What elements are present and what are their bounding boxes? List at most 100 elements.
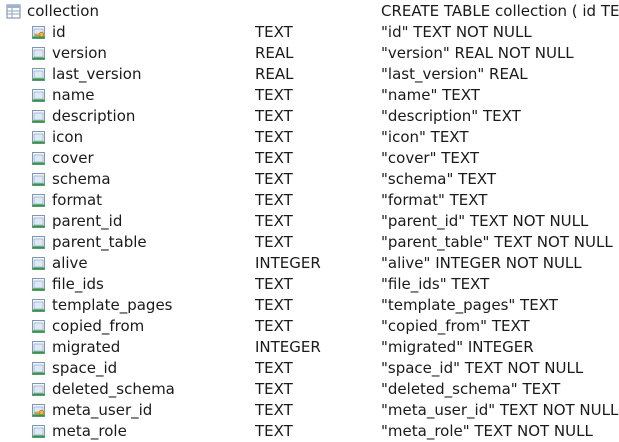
- field-icon: [32, 362, 45, 375]
- column-schema: "name" TEXT: [381, 86, 480, 104]
- table-row-collection[interactable]: collection CREATE TABLE collection ( id …: [0, 1, 619, 22]
- field-icon: [32, 257, 45, 270]
- column-row-format[interactable]: format TEXT "format" TEXT: [0, 190, 619, 211]
- column-schema: "cover" TEXT: [381, 149, 480, 167]
- column-name: format: [52, 191, 103, 209]
- column-schema: "copied_from" TEXT: [381, 317, 530, 335]
- column-type: TEXT: [255, 275, 293, 293]
- column-row-icon[interactable]: icon TEXT "icon" TEXT: [0, 127, 619, 148]
- column-name: description: [52, 107, 136, 125]
- column-schema: "template_pages" TEXT: [381, 296, 558, 314]
- column-schema: "icon" TEXT: [381, 128, 469, 146]
- column-type: TEXT: [255, 128, 293, 146]
- column-row-schema[interactable]: schema TEXT "schema" TEXT: [0, 169, 619, 190]
- column-type: TEXT: [255, 296, 293, 314]
- column-type: TEXT: [255, 233, 293, 251]
- key-field-icon: [32, 26, 45, 39]
- column-name: deleted_schema: [52, 380, 175, 398]
- column-type: TEXT: [255, 359, 293, 377]
- column-row-name[interactable]: name TEXT "name" TEXT: [0, 85, 619, 106]
- column-schema: "file_ids" TEXT: [381, 275, 490, 293]
- column-type: TEXT: [255, 86, 293, 104]
- column-name: schema: [52, 170, 111, 188]
- column-row-meta-role[interactable]: meta_role TEXT "meta_role" TEXT NOT NULL: [0, 421, 619, 442]
- column-name: parent_table: [52, 233, 147, 251]
- column-name: version: [52, 44, 107, 62]
- column-schema: "format" TEXT: [381, 191, 488, 209]
- column-type: TEXT: [255, 380, 293, 398]
- field-icon: [32, 89, 45, 102]
- field-icon: [32, 47, 45, 60]
- column-name: alive: [52, 254, 88, 272]
- column-name: template_pages: [52, 296, 173, 314]
- field-icon: [32, 341, 45, 354]
- field-icon: [32, 299, 45, 312]
- field-icon: [32, 131, 45, 144]
- field-icon: [32, 236, 45, 249]
- column-schema: "parent_id" TEXT NOT NULL: [381, 212, 589, 230]
- field-icon: [32, 152, 45, 165]
- column-name: migrated: [52, 338, 121, 356]
- field-icon: [32, 278, 45, 291]
- column-row-id[interactable]: id TEXT "id" TEXT NOT NULL: [0, 22, 619, 43]
- field-icon: [32, 194, 45, 207]
- column-name: name: [52, 86, 95, 104]
- column-row-migrated[interactable]: migrated INTEGER "migrated" INTEGER: [0, 337, 619, 358]
- column-row-template-pages[interactable]: template_pages TEXT "template_pages" TEXT: [0, 295, 619, 316]
- column-row-cover[interactable]: cover TEXT "cover" TEXT: [0, 148, 619, 169]
- column-type: INTEGER: [255, 254, 321, 272]
- field-icon: [32, 425, 45, 438]
- column-row-copied-from[interactable]: copied_from TEXT "copied_from" TEXT: [0, 316, 619, 337]
- column-type: REAL: [255, 44, 294, 62]
- column-schema: "schema" TEXT: [381, 170, 496, 188]
- table-icon: [6, 4, 21, 19]
- column-name: file_ids: [52, 275, 104, 293]
- column-type: TEXT: [255, 149, 293, 167]
- column-name: meta_role: [52, 422, 127, 440]
- column-schema: "deleted_schema" TEXT: [381, 380, 561, 398]
- column-schema: "migrated" INTEGER: [381, 338, 534, 356]
- column-name: id: [52, 23, 66, 41]
- field-icon: [32, 215, 45, 228]
- column-row-parent-table[interactable]: parent_table TEXT "parent_table" TEXT NOT …: [0, 232, 619, 253]
- column-type: TEXT: [255, 23, 293, 41]
- field-icon: [32, 320, 45, 333]
- column-schema: "parent_table" TEXT NOT NULL: [381, 233, 613, 251]
- column-row-space-id[interactable]: space_id TEXT "space_id" TEXT NOT NULL: [0, 358, 619, 379]
- column-row-file-ids[interactable]: file_ids TEXT "file_ids" TEXT: [0, 274, 619, 295]
- column-schema: "meta_role" TEXT NOT NULL: [381, 422, 593, 440]
- column-type: TEXT: [255, 317, 293, 335]
- column-type: TEXT: [255, 212, 293, 230]
- table-name: collection: [27, 2, 99, 20]
- column-schema: "id" TEXT NOT NULL: [381, 23, 532, 41]
- column-schema: "alive" INTEGER NOT NULL: [381, 254, 582, 272]
- column-type: TEXT: [255, 191, 293, 209]
- field-icon: [32, 68, 45, 81]
- column-row-deleted-schema[interactable]: deleted_schema TEXT "deleted_schema" TEXT: [0, 379, 619, 400]
- column-row-parent-id[interactable]: parent_id TEXT "parent_id" TEXT NOT NULL: [0, 211, 619, 232]
- column-name: last_version: [52, 65, 142, 83]
- column-schema: "space_id" TEXT NOT NULL: [381, 359, 584, 377]
- column-name: copied_from: [52, 317, 145, 335]
- field-icon: [32, 383, 45, 396]
- column-schema: "meta_user_id" TEXT NOT NULL: [381, 401, 619, 419]
- column-name: parent_id: [52, 212, 123, 230]
- column-schema: "last_version" REAL: [381, 65, 528, 83]
- column-type: TEXT: [255, 422, 293, 440]
- column-row-version[interactable]: version REAL "version" REAL NOT NULL: [0, 43, 619, 64]
- column-name: meta_user_id: [52, 401, 153, 419]
- column-type: TEXT: [255, 170, 293, 188]
- column-name: icon: [52, 128, 84, 146]
- column-name: space_id: [52, 359, 118, 377]
- field-icon: [32, 110, 45, 123]
- column-row-alive[interactable]: alive INTEGER "alive" INTEGER NOT NULL: [0, 253, 619, 274]
- column-schema: "description" TEXT: [381, 107, 521, 125]
- column-name: cover: [52, 149, 94, 167]
- column-type: INTEGER: [255, 338, 321, 356]
- column-schema: "version" REAL NOT NULL: [381, 44, 574, 62]
- table-schema: CREATE TABLE collection ( id TE: [381, 2, 619, 20]
